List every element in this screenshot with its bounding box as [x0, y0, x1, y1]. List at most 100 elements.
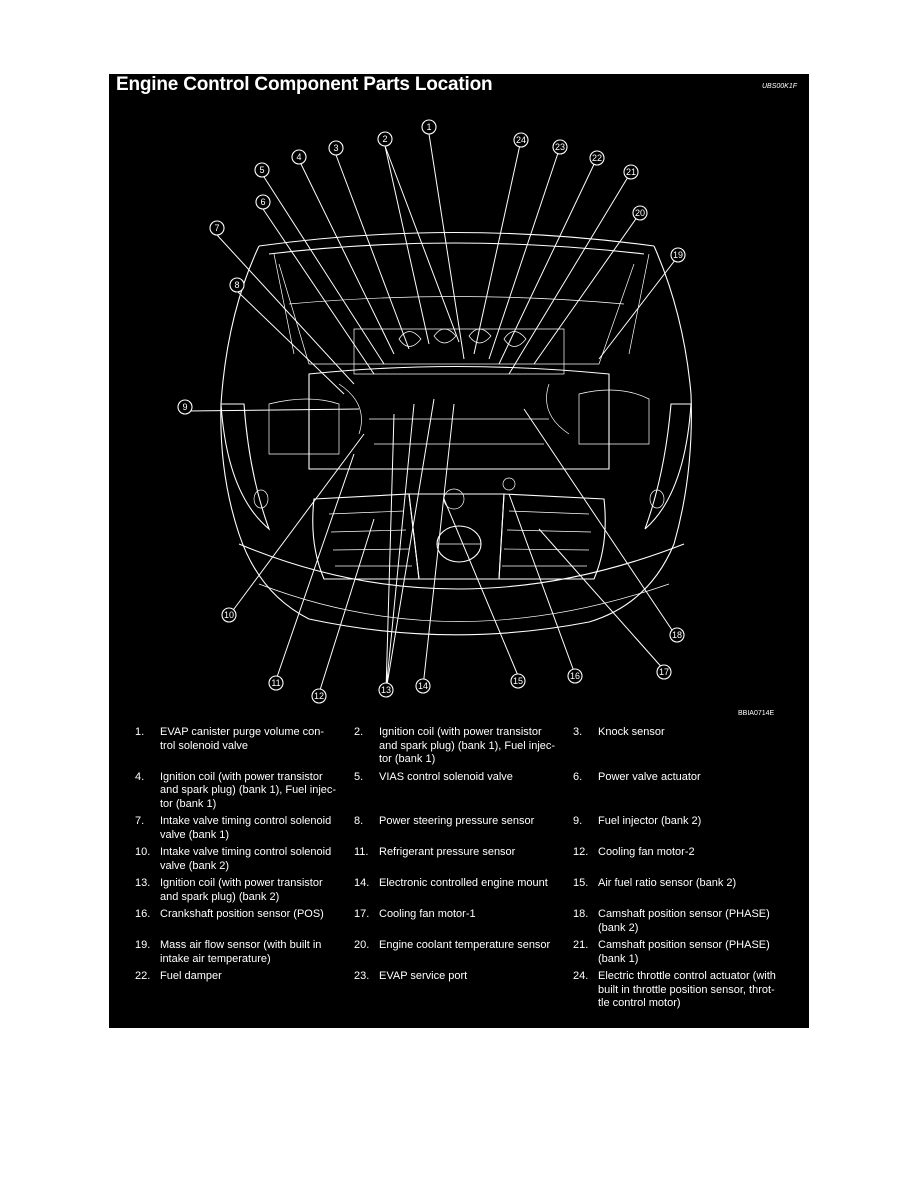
legend-text: EVAP service port	[379, 970, 468, 982]
legend-text: Intake valve timing control solenoid val…	[160, 846, 332, 872]
legend-item: 19. Mass air flow sensor (with built in i…	[127, 939, 346, 966]
legend-item: 1.EVAP canister purge volume con-trol so…	[127, 726, 346, 767]
figure-code: BBIA0714E	[738, 710, 775, 717]
legend-item: 23.EVAP service port	[346, 970, 565, 1011]
legend-number: 12.	[573, 846, 589, 858]
legend-text: Electronic controlled engine mount	[379, 877, 548, 889]
svg-text:19: 19	[673, 250, 683, 260]
legend-text: Ignition coil (with power transistor and…	[160, 877, 323, 903]
callout-2: 2	[377, 131, 393, 147]
callout-24: 24	[513, 132, 529, 148]
legend-text: Cooling fan motor-2	[598, 846, 695, 858]
callout-13: 13	[378, 682, 394, 698]
callout-16: 16	[567, 668, 583, 684]
legend-item: 13.Ignition coil (with power transistor …	[127, 877, 346, 904]
legend-number: 9.	[573, 815, 583, 827]
legend-row: 19. Mass air flow sensor (with built in i…	[127, 939, 797, 966]
legend-row: 16. Crankshaft position sensor (POS) 17. C…	[127, 908, 797, 935]
callout-19: 19	[670, 247, 686, 263]
legend-number: 8.	[354, 815, 364, 827]
legend-item: 22.Fuel damper	[127, 970, 346, 1011]
legend-item: 12. Cooling fan motor-2	[565, 846, 784, 873]
callout-1: 1	[421, 119, 437, 135]
legend-text: Air fuel ratio sensor (bank 2)	[598, 877, 737, 889]
svg-text:1: 1	[426, 122, 431, 132]
callout-12: 12	[311, 688, 327, 704]
callout-20: 20	[632, 205, 648, 221]
callout-5: 5	[254, 162, 270, 178]
svg-text:4: 4	[296, 152, 301, 162]
legend-row: 13.Ignition coil (with power transistor …	[127, 877, 797, 904]
callout-21: 21	[623, 164, 639, 180]
engine-bay-diagram: 1 2 3 4 5 6 7 8 9 10 11 12 13 14 15 16 1…	[177, 119, 692, 704]
legend-number: 16.	[135, 908, 151, 920]
svg-text:18: 18	[672, 630, 682, 640]
legend-text: Mass air flow sensor (with built in inta…	[160, 939, 322, 965]
legend-text: Cooling fan motor-1	[379, 908, 476, 920]
legend-row: 1.EVAP canister purge volume con-trol so…	[127, 726, 797, 767]
legend-number: 20.	[354, 939, 370, 951]
legend-item: 20.Engine coolant temperature sensor	[346, 939, 565, 966]
svg-text:7: 7	[214, 223, 219, 233]
svg-text:12: 12	[314, 691, 324, 701]
legend-item: 14. Electronic controlled engine mount	[346, 877, 565, 904]
svg-text:3: 3	[333, 143, 338, 153]
legend-item: 15.Air fuel ratio sensor (bank 2)	[565, 877, 784, 904]
legend-number: 4.	[135, 770, 145, 783]
callout-11: 11	[268, 675, 284, 691]
legend-number: 11.	[354, 846, 369, 858]
callout-3: 3	[328, 140, 344, 156]
legend-item: 18.Camshaft position sensor (PHASE) (ban…	[565, 908, 784, 935]
legend-number: 22.	[135, 970, 151, 982]
legend-row: 4.Ignition coil (with power transistor a…	[127, 771, 797, 812]
callout-23: 23	[552, 139, 568, 155]
legend-item: 16. Crankshaft position sensor (POS)	[127, 908, 346, 935]
legend-text: Crankshaft position sensor (POS)	[160, 908, 324, 920]
svg-text:23: 23	[555, 142, 565, 152]
legend-number: 2.	[354, 726, 364, 738]
svg-text:5: 5	[259, 165, 264, 175]
legend-text: Camshaft position sensor (PHASE) (bank 1…	[598, 939, 770, 965]
svg-text:13: 13	[381, 685, 391, 695]
callout-4: 4	[291, 149, 307, 165]
legend-text: Electric throttle control actuator (with…	[598, 970, 776, 1009]
svg-text:22: 22	[592, 153, 602, 163]
legend-text: VIAS control solenoid valve	[379, 770, 513, 783]
page-title: Engine Control Component Parts Location	[116, 74, 493, 95]
legend-item: 17. Cooling fan motor-1	[346, 908, 565, 935]
parts-legend: 1.EVAP canister purge volume con-trol so…	[127, 726, 797, 1011]
legend-number: 17.	[354, 908, 370, 920]
legend-text: Knock sensor	[598, 726, 665, 738]
svg-text:9: 9	[182, 402, 187, 412]
callout-22: 22	[589, 150, 605, 166]
legend-item: 8. Power steering pressure sensor	[346, 815, 565, 842]
svg-text:8: 8	[234, 280, 239, 290]
legend-number: 3.	[573, 726, 583, 738]
svg-text:6: 6	[260, 197, 265, 207]
svg-text:16: 16	[570, 671, 580, 681]
svg-text:15: 15	[513, 676, 523, 686]
svg-text:10: 10	[224, 610, 234, 620]
legend-number: 19.	[135, 939, 151, 951]
legend-text: Refrigerant pressure sensor	[379, 846, 516, 858]
legend-number: 14.	[354, 877, 370, 889]
callout-7: 7	[209, 220, 225, 236]
legend-text: Power steering pressure sensor	[379, 815, 535, 827]
legend-item: 6.Power valve actuator	[565, 771, 784, 812]
svg-text:2: 2	[382, 134, 387, 144]
legend-row: 10.Intake valve timing control solenoid …	[127, 846, 797, 873]
legend-text: Fuel injector (bank 2)	[598, 815, 702, 827]
legend-item: 5.VIAS control solenoid valve	[346, 771, 565, 812]
legend-number: 18.	[573, 908, 589, 920]
legend-item: 21.Camshaft position sensor (PHASE) (ban…	[565, 939, 784, 966]
legend-item: 2. Ignition coil (with power transistor a…	[346, 726, 565, 767]
callout-6: 6	[255, 194, 271, 210]
legend-item: 10.Intake valve timing control solenoid …	[127, 846, 346, 873]
leader-lines	[186, 133, 680, 692]
legend-text: Intake valve timing control solenoid val…	[160, 815, 332, 841]
svg-text:24: 24	[516, 135, 526, 145]
legend-text: Ignition coil (with power transistor and…	[379, 726, 556, 765]
legend-number: 7.	[135, 815, 145, 827]
legend-row: 22.Fuel damper 23.EVAP service port 24.E…	[127, 970, 797, 1011]
legend-text: Power valve actuator	[598, 770, 701, 783]
